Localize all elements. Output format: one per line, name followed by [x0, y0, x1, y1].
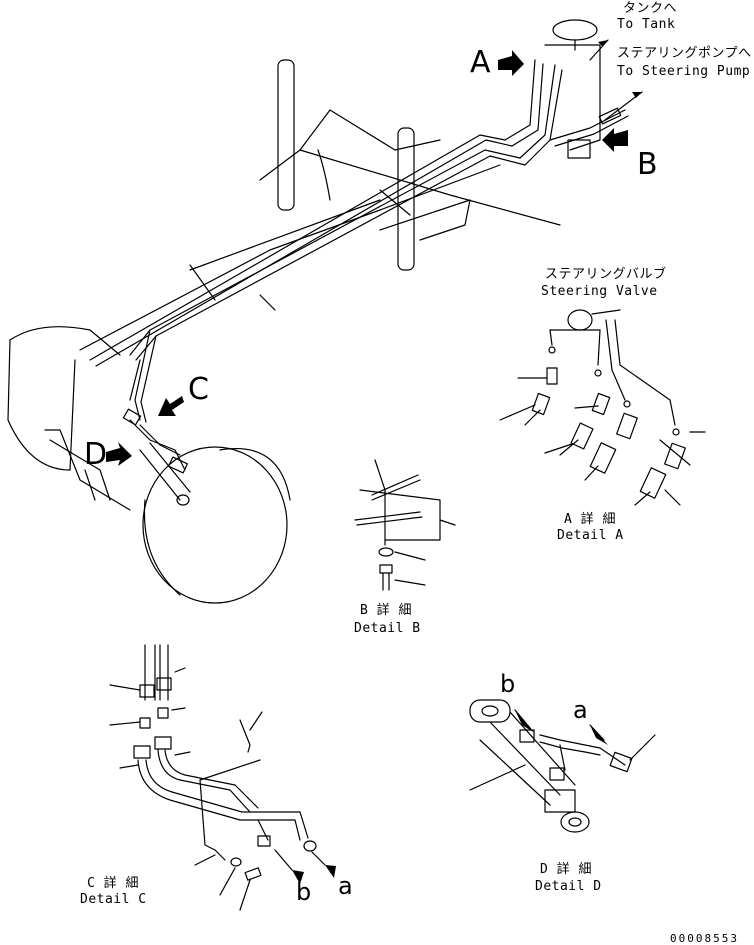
view-marker-c: C [188, 372, 209, 407]
detail-d-drawing [469, 699, 656, 833]
port-marker-b-detail-c: b [296, 878, 312, 906]
port-b-line [514, 709, 531, 729]
to-pump-arrow-line [604, 91, 643, 121]
port-marker-b-detail-d: b [500, 670, 516, 698]
view-marker-b: B [637, 147, 658, 182]
detail-d-jp-title: D 詳 細 [540, 862, 592, 877]
detail-d-en-title: Detail D [535, 879, 602, 894]
detail-b-en-title: Detail B [354, 621, 421, 636]
drawing-number: 00008553 [670, 932, 739, 945]
detail-c-arrows [292, 865, 336, 884]
to-tank-en-label: To Tank [617, 17, 676, 32]
steering-valve-en-label: Steering Valve [541, 284, 658, 299]
detail-a-drawing [499, 309, 706, 506]
port-a-line [589, 724, 605, 741]
port-marker-a-detail-c: a [338, 872, 353, 900]
to-tank-jp-label: タンクへ [623, 1, 678, 16]
to-tank-arrow-line [589, 39, 609, 61]
detail-a-jp-title: A 詳 細 [564, 512, 616, 527]
view-marker-a: A [470, 45, 491, 80]
view-marker-d: D [84, 437, 108, 472]
main-assembly [7, 19, 629, 604]
detail-b-jp-title: B 詳 細 [360, 603, 412, 618]
steering-valve-jp-label: ステアリングバルブ [545, 267, 667, 282]
detail-b-drawing [354, 459, 456, 591]
to-pump-en-label: To Steering Pump [617, 64, 751, 79]
detail-c-jp-title: C 詳 細 [87, 876, 139, 891]
view-arrows [106, 50, 628, 466]
detail-c-en-title: Detail C [80, 892, 147, 907]
port-marker-a-detail-d: a [573, 696, 588, 724]
detail-a-en-title: Detail A [557, 528, 624, 543]
detail-c-drawing [109, 644, 326, 911]
to-pump-jp-label: ステアリングポンプへ [617, 46, 752, 61]
